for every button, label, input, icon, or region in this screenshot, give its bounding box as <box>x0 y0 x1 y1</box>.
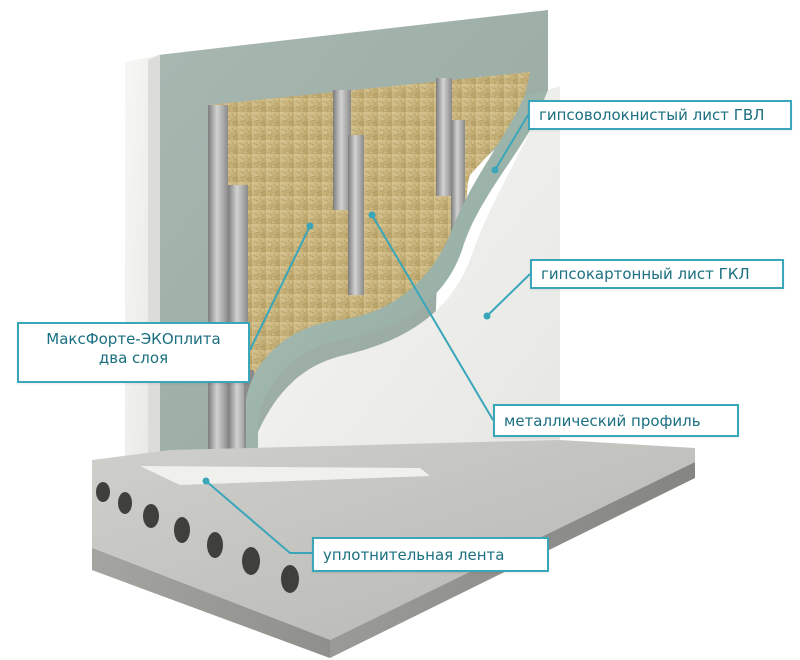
label-gkl-callout: гипсокартонный лист ГКЛ <box>530 259 784 289</box>
leader-dots <box>202 166 499 485</box>
label-maksforte-callout: МаксФорте-ЭКОплита два слоя <box>17 322 250 383</box>
label-gvl-callout: гипсоволокнистый лист ГВЛ <box>528 100 792 130</box>
gkl-front-sheet <box>258 86 560 470</box>
slab-hollow-cores <box>96 482 299 593</box>
label-tape-callout: уплотнительная лента <box>312 537 549 572</box>
label-maksforte-line2: два слоя <box>98 349 169 367</box>
label-maksforte-line1: МаксФорте-ЭКОплита <box>46 330 221 348</box>
gvl-wave-sheet <box>246 90 548 468</box>
leader-lines <box>205 114 531 554</box>
label-profile-callout: металлический профиль <box>493 404 739 437</box>
sealing-tape <box>140 466 430 485</box>
